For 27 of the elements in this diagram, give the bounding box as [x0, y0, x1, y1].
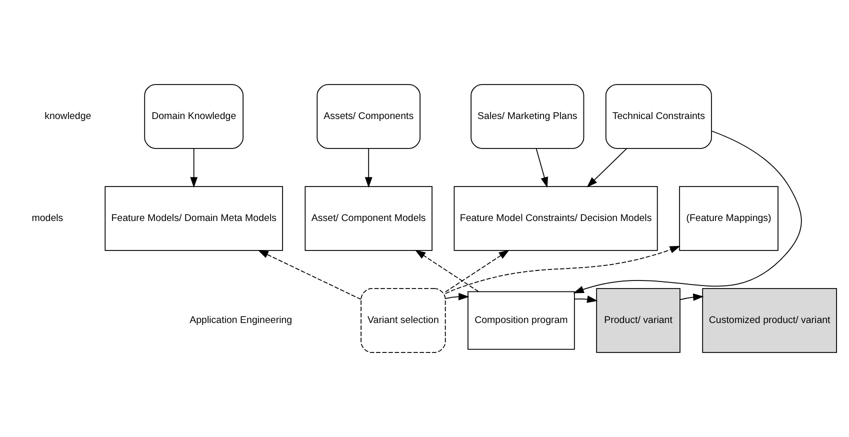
label: knowledge [44, 110, 92, 122]
node-box: Feature Model Constraints/ Decision Models [454, 186, 658, 251]
arrow [573, 130, 802, 294]
arrow [414, 250, 479, 292]
arrow [536, 148, 548, 188]
arrow [445, 250, 510, 292]
node-box: Variant selection [360, 288, 446, 353]
arrow [364, 148, 372, 188]
arrow [586, 148, 628, 188]
label: Application Engineering [190, 315, 292, 326]
label: models [32, 212, 64, 224]
arrow [258, 250, 362, 300]
node-box: Product/ variant [596, 288, 680, 353]
arrow [444, 292, 470, 300]
node-box: Assets/ Components [316, 84, 420, 149]
node-box: Customized product/ variant [702, 288, 837, 353]
node-box: Feature Models/ Domain Meta Models [104, 186, 283, 251]
arrow [680, 293, 704, 301]
node-box: Sales/ Marketing Plans [470, 84, 584, 149]
arrow [190, 148, 198, 188]
node-box: Domain Knowledge [144, 84, 244, 149]
node-box: Composition program [468, 291, 575, 350]
node-box: Technical Constraints [605, 84, 712, 149]
node-box: Asset/ Component Models [304, 186, 432, 251]
arrow [574, 296, 598, 303]
arrow [444, 246, 680, 294]
node-box: (Feature Mappings) [679, 186, 778, 251]
